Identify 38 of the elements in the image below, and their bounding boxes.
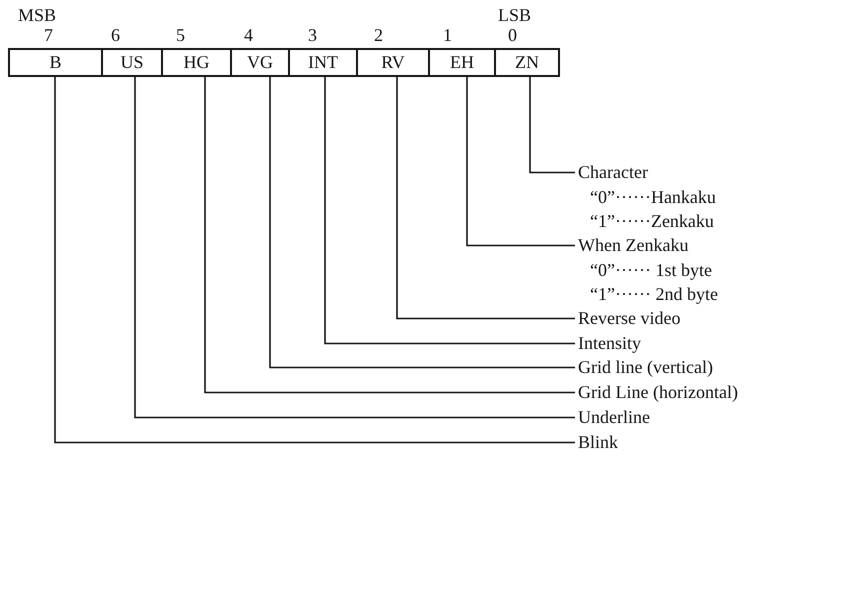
leader-line [269,77,575,368]
leader-line [134,77,575,418]
bit-number: 2 [374,24,383,46]
bit-order-label: LSB [498,4,532,26]
bit-number: 7 [44,24,53,46]
bit-field-cell: EH [430,48,496,77]
bit-number: 3 [308,24,317,46]
leader-line [204,77,575,394]
bit-order-label: MSB [18,4,56,26]
bit-field-cell: INT [290,48,358,77]
bit-field-cell: RV [358,48,430,77]
bit-number: 4 [244,24,253,46]
bit-field-cell: B [8,48,103,77]
value-meaning: “0”······Hankaku [589,186,716,208]
bit-name: Character [578,161,649,184]
bit-field-cell: HG [163,48,232,77]
bit-name: Reverse video [578,307,680,330]
leader-line [529,77,575,174]
leader-line [396,77,575,320]
bit-name: Underline [578,406,650,429]
leader-line [466,77,575,246]
bit-number: 6 [111,24,120,46]
bit-name: When Zenkaku [578,234,690,257]
bit-field-cell: US [103,48,163,77]
bit-name: Grid line (vertical) [578,356,713,379]
bit-field-cell: ZN [496,48,560,77]
bit-name: Intensity [578,332,641,355]
value-meaning: “0”······ 1st byte [589,258,713,282]
leader-line [324,77,575,344]
bit-field-cell: VG [232,48,290,77]
value-meaning: “1”······ 2nd byte [589,283,718,306]
value-meaning: “1”······Zenkaku [589,210,715,233]
bit-number: 0 [508,24,517,46]
bit-number: 5 [176,24,185,46]
bit-name: Grid Line (horizontal) [578,381,738,404]
leader-line [54,77,575,444]
bit-number: 1 [443,24,452,46]
bit-name: Blink [578,431,618,454]
